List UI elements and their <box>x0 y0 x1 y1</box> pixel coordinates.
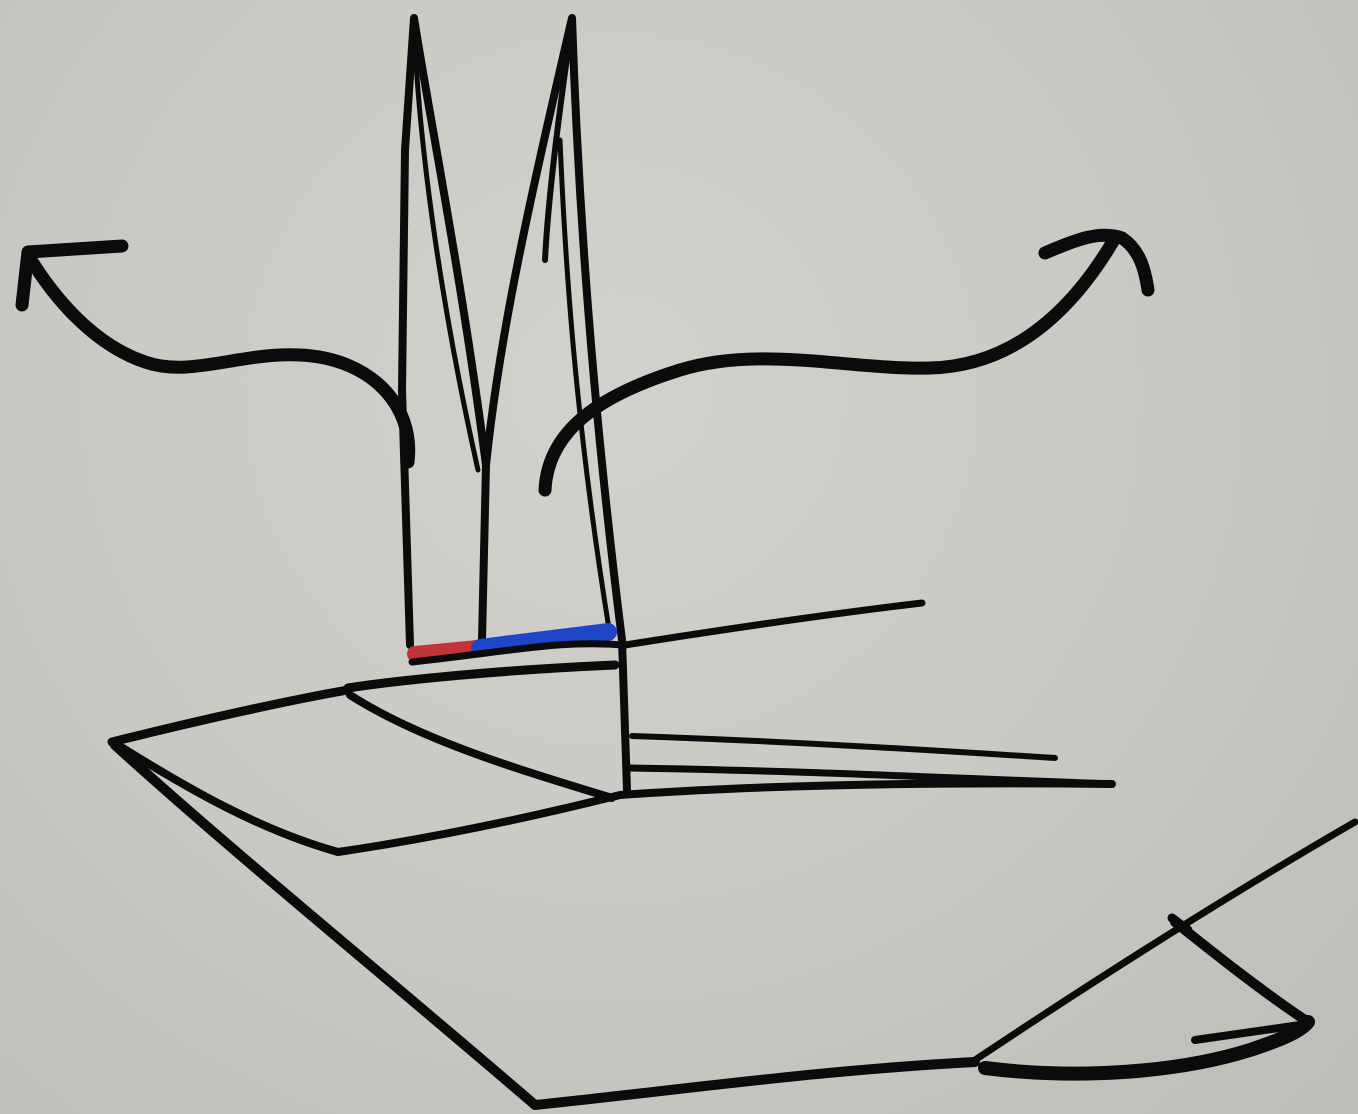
tall-right-spike-shadow <box>545 22 572 260</box>
upper-plane-right-edge-1 <box>632 736 1055 758</box>
lower-plane-inner-fold <box>118 745 1112 852</box>
upper-plane-left-edge <box>350 695 612 798</box>
wedge-side-edge <box>1175 922 1308 1022</box>
upper-plane-top-edge <box>348 665 615 688</box>
lower-plane-front-edge <box>535 1062 975 1105</box>
left-arrow-shaft <box>28 255 409 462</box>
small-upper-plane <box>348 665 1112 798</box>
right-arrow-shaft <box>545 238 1115 490</box>
bottom-right-wedge <box>975 822 1355 1074</box>
tall-left-spike <box>402 18 486 645</box>
lower-plane-left-edge <box>115 745 535 1105</box>
lower-plane-back-edge <box>112 690 348 742</box>
left-curved-arrow <box>22 246 409 462</box>
right-curved-arrow <box>545 235 1148 490</box>
horizontal-axis-line <box>412 603 922 662</box>
